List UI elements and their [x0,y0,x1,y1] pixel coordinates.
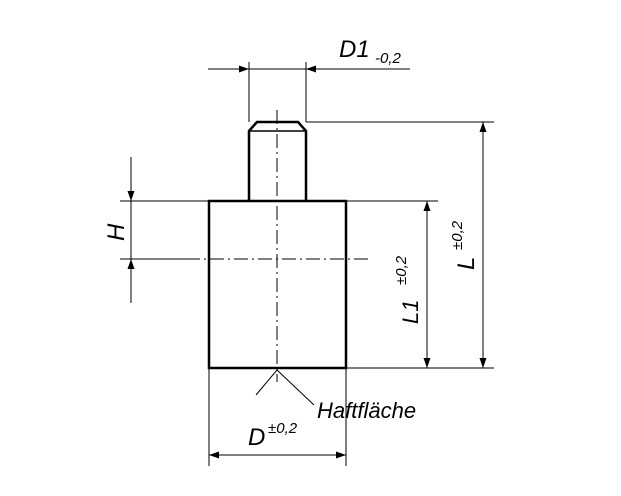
l-tolerance: ±0,2 [449,220,466,250]
d1-tolerance: -0,2 [375,50,402,67]
haftflaeche-label: Haftfläche [317,398,416,423]
l-label: L [453,257,480,270]
l1-tolerance: ±0,2 [393,255,410,285]
h-label: H [103,223,130,241]
l1-label: L1 [398,300,423,324]
d-label: D [248,424,265,451]
d-tolerance: ±0,2 [268,420,298,437]
d1-label: D1 [339,36,370,63]
haftflaeche-leader [255,369,315,406]
